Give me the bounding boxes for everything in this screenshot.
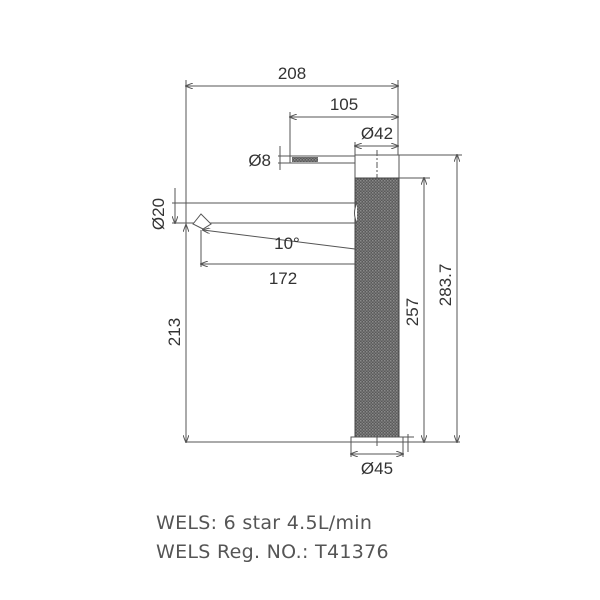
wels-registration: WELS Reg. NO.: T41376	[156, 541, 389, 563]
dim-overall-width: 208	[278, 64, 306, 83]
dim-overall-height: 283.7	[436, 264, 455, 307]
handle-lever	[289, 155, 356, 164]
dim-spout-height: 213	[165, 318, 184, 346]
wels-rating: WELS: 6 star 4.5L/min	[156, 512, 373, 534]
dim-base-diameter: Ø45	[361, 459, 393, 478]
dim-lever-diameter: Ø8	[248, 151, 271, 170]
dim-body-height: 257	[403, 298, 422, 326]
dim-spout-reach: 172	[269, 269, 297, 288]
faucet-body	[350, 150, 404, 446]
spout	[185, 202, 358, 230]
dim-spout-angle: 10°	[274, 234, 300, 253]
dim-handle-cap-diameter: Ø42	[361, 124, 393, 143]
dim-handle-to-center: 105	[330, 95, 358, 114]
dim-spout-diameter: Ø20	[149, 198, 168, 230]
